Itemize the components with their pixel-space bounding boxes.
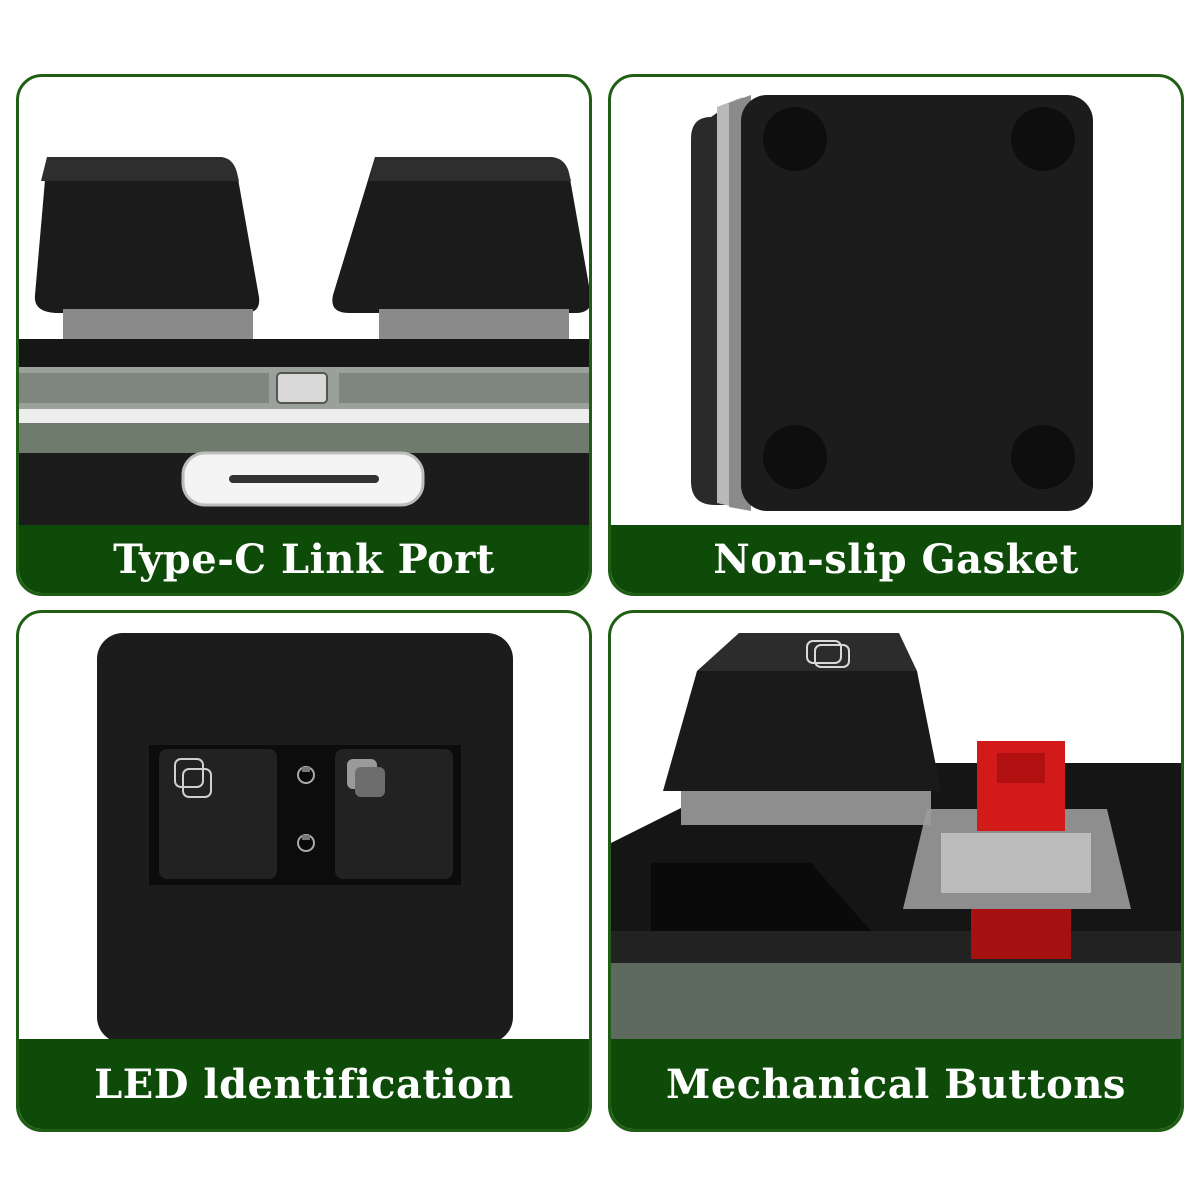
non-slip-gasket-illustration	[611, 77, 1181, 525]
keycap-logo-icon	[806, 640, 850, 668]
caption-bar: Non-slip Gasket	[611, 525, 1181, 593]
caption-text: Mechanical Buttons	[666, 1060, 1126, 1108]
rubber-foot-icon	[763, 107, 1075, 489]
type-c-port-illustration	[19, 77, 589, 525]
caption-bar: Mechanical Buttons	[611, 1039, 1181, 1129]
caption-text: Type-C Link Port	[113, 535, 495, 583]
mechanical-buttons-illustration	[611, 613, 1181, 1039]
feature-panel-mechanical: Mechanical Buttons	[608, 610, 1184, 1132]
feature-panel-led: LED ldentification	[16, 610, 592, 1132]
mechanical-switch-icon	[903, 741, 1131, 959]
caption-bar: Type-C Link Port	[19, 525, 589, 593]
type-c-port-icon	[181, 451, 425, 507]
feature-panel-type-c: Type-C Link Port	[16, 74, 592, 596]
led-identification-illustration	[19, 613, 589, 1039]
feature-panel-non-slip: Non-slip Gasket	[608, 74, 1184, 596]
led-indicator-icon	[297, 766, 315, 852]
caption-text: Non-slip Gasket	[713, 535, 1079, 583]
caption-bar: LED ldentification	[19, 1039, 589, 1129]
caption-text: LED ldentification	[94, 1060, 514, 1108]
